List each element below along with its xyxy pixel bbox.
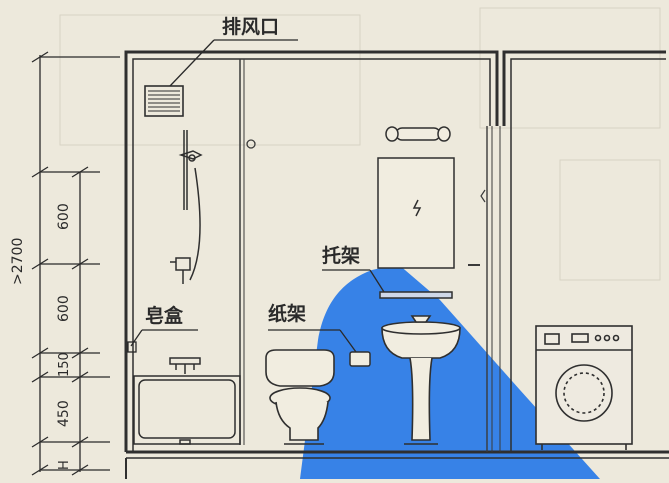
dim-total-label: >2700 [10,238,26,285]
dim-450-label: 450 [56,400,72,427]
light-icon [385,126,451,142]
dimension-chain [31,51,120,476]
paper-holder-callout [268,329,357,353]
right-partition [468,126,501,452]
shelf-callout [322,269,385,293]
dim-600-mid-label: 600 [56,295,72,322]
soap-box-callout [127,329,198,353]
exhaust-vent-label: 排风口 [222,15,279,38]
mirror-icon [377,157,455,269]
faucet-icon [170,257,191,284]
toilet-icon [265,349,335,445]
dim-150-label: 150 [57,352,72,377]
exhaust-vent-callout [169,39,298,87]
background-guides [59,7,661,281]
washing-machine-icon [535,325,633,450]
vent-icon [144,85,184,117]
blue-light-overlay [300,264,600,479]
paper-holder-icon [349,351,371,367]
shelf-label: 托架 [322,245,360,267]
bathroom-walls [124,50,669,479]
dim-600-top-label: 600 [56,203,72,230]
soap-box-label: 皂盒 [145,304,184,327]
shelf-icon [379,291,453,299]
paper-holder-label: 纸架 [268,302,306,325]
shower-head-icon [178,130,203,281]
bathtub-icon [133,357,241,445]
washbasin-icon [381,315,461,445]
dim-h-label: H [57,460,72,470]
shower-partition [239,59,256,445]
